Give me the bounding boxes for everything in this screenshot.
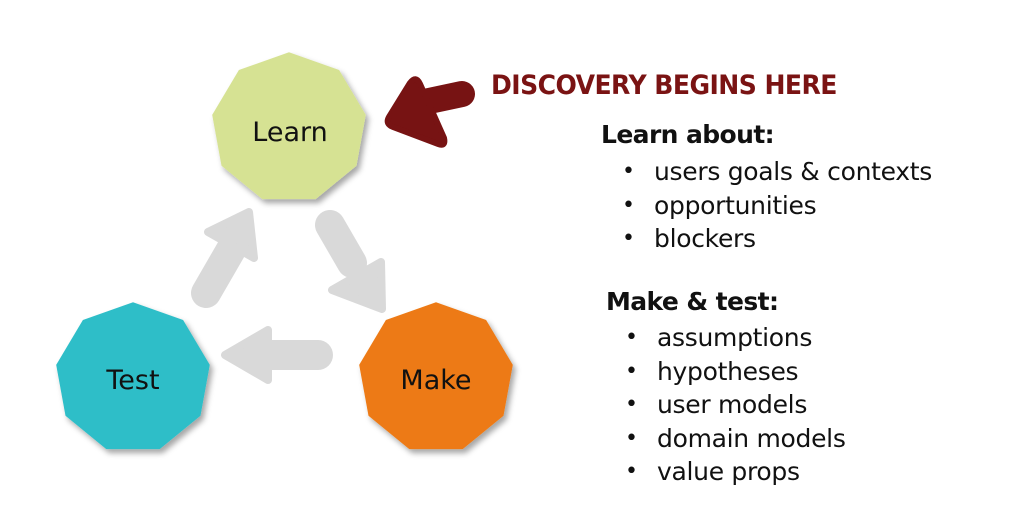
make-test-title: Make & test:: [606, 287, 779, 316]
list-item: •assumptions: [625, 321, 846, 355]
arrow-make-to-test: [221, 326, 333, 384]
bullet-icon: •: [625, 358, 638, 384]
list-item: •domain models: [625, 422, 846, 456]
discovery-headline: DISCOVERY BEGINS HERE: [491, 70, 837, 101]
bullet-icon: •: [625, 425, 638, 451]
bullet-icon: •: [622, 226, 635, 251]
make-test-list: •assumptions •hypotheses •user models •d…: [625, 321, 846, 489]
node-make-label: Make: [400, 365, 471, 396]
learn-about-title: Learn about:: [601, 120, 775, 149]
bullet-icon: •: [625, 392, 638, 417]
node-test: Test: [56, 302, 210, 450]
bullet-icon: •: [622, 159, 635, 184]
list-item: •users goals & contexts: [622, 155, 932, 189]
arrow-test-to-learn: [191, 208, 258, 308]
list-item: •value props: [625, 455, 846, 489]
node-learn: Learn: [212, 52, 366, 200]
list-item: •hypotheses: [625, 355, 846, 389]
list-item: •blockers: [622, 222, 932, 256]
list-item: •opportunities: [622, 189, 932, 223]
bullet-icon: •: [625, 459, 638, 484]
list-item: •user models: [625, 388, 846, 422]
node-learn-label: Learn: [252, 117, 327, 148]
arrow-learn-to-make: [315, 210, 386, 313]
node-test-label: Test: [105, 365, 159, 396]
bullet-icon: •: [625, 325, 638, 350]
node-make: Make: [359, 302, 513, 450]
learn-about-list: •users goals & contexts •opportunities •…: [622, 155, 932, 256]
bullet-icon: •: [622, 192, 635, 218]
pointer-arrow-icon: [384, 76, 475, 148]
